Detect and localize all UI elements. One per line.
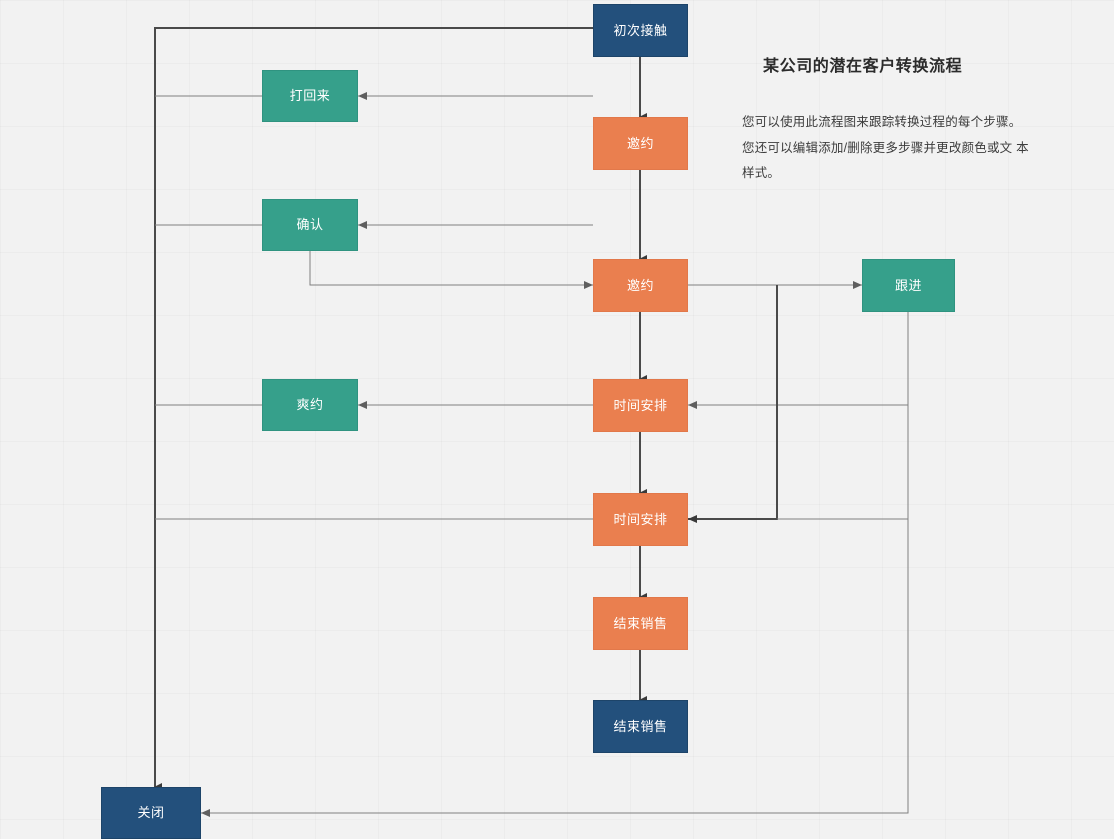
connector-follow-up-rail-to-schedule-2 bbox=[777, 405, 909, 520]
node-label: 初次接触 bbox=[613, 22, 668, 38]
node-invite-2[interactable]: 邀约 bbox=[593, 259, 688, 312]
node-schedule-2[interactable]: 时间安排 bbox=[593, 493, 688, 546]
node-call-back[interactable]: 打回来 bbox=[262, 70, 358, 122]
node-label: 确认 bbox=[296, 217, 324, 233]
description-line-1: 您可以使用此流程图来跟踪转换过程的每个步骤。 bbox=[742, 115, 1022, 129]
node-label: 打回来 bbox=[289, 88, 331, 104]
node-label: 时间安排 bbox=[613, 397, 668, 413]
connector-confirm-to-invite-2 bbox=[309, 251, 593, 289]
node-no-show[interactable]: 爽约 bbox=[262, 379, 358, 431]
node-confirm[interactable]: 确认 bbox=[262, 199, 358, 251]
connector-follow-up-to-schedule-1 bbox=[688, 312, 909, 409]
node-label: 邀约 bbox=[626, 277, 654, 293]
node-closed[interactable]: 关闭 bbox=[101, 787, 201, 839]
node-label: 邀约 bbox=[626, 135, 654, 151]
node-label: 跟进 bbox=[894, 277, 922, 293]
node-close-sale-1[interactable]: 结束销售 bbox=[593, 597, 688, 650]
node-label: 结束销售 bbox=[613, 718, 668, 734]
description-line-2: 您还可以编辑添加/删除更多步骤并更改颜色或文 bbox=[742, 140, 1013, 155]
description-line-3: 本样式。 bbox=[742, 140, 1029, 181]
connector-first-contact-to-left-rail bbox=[154, 27, 593, 791]
page-title: 某公司的潜在客户转换流程 bbox=[763, 58, 963, 75]
connector-right-rail-to-schedule-2 bbox=[688, 285, 778, 523]
node-follow-up[interactable]: 跟进 bbox=[862, 259, 955, 312]
node-invite-1[interactable]: 邀约 bbox=[593, 117, 688, 170]
description-text: 您可以使用此流程图来跟踪转换过程的每个步骤。 您还可以编辑添加/删除更多步骤并更… bbox=[742, 110, 1032, 187]
node-close-sale-2[interactable]: 结束销售 bbox=[593, 700, 688, 753]
node-label: 爽约 bbox=[296, 397, 324, 413]
node-label: 关闭 bbox=[137, 805, 165, 821]
node-label: 结束销售 bbox=[613, 615, 668, 631]
connector-right-rail-to-closed bbox=[201, 519, 909, 817]
node-schedule-1[interactable]: 时间安排 bbox=[593, 379, 688, 432]
node-first-contact[interactable]: 初次接触 bbox=[593, 4, 688, 57]
node-label: 时间安排 bbox=[613, 511, 668, 527]
